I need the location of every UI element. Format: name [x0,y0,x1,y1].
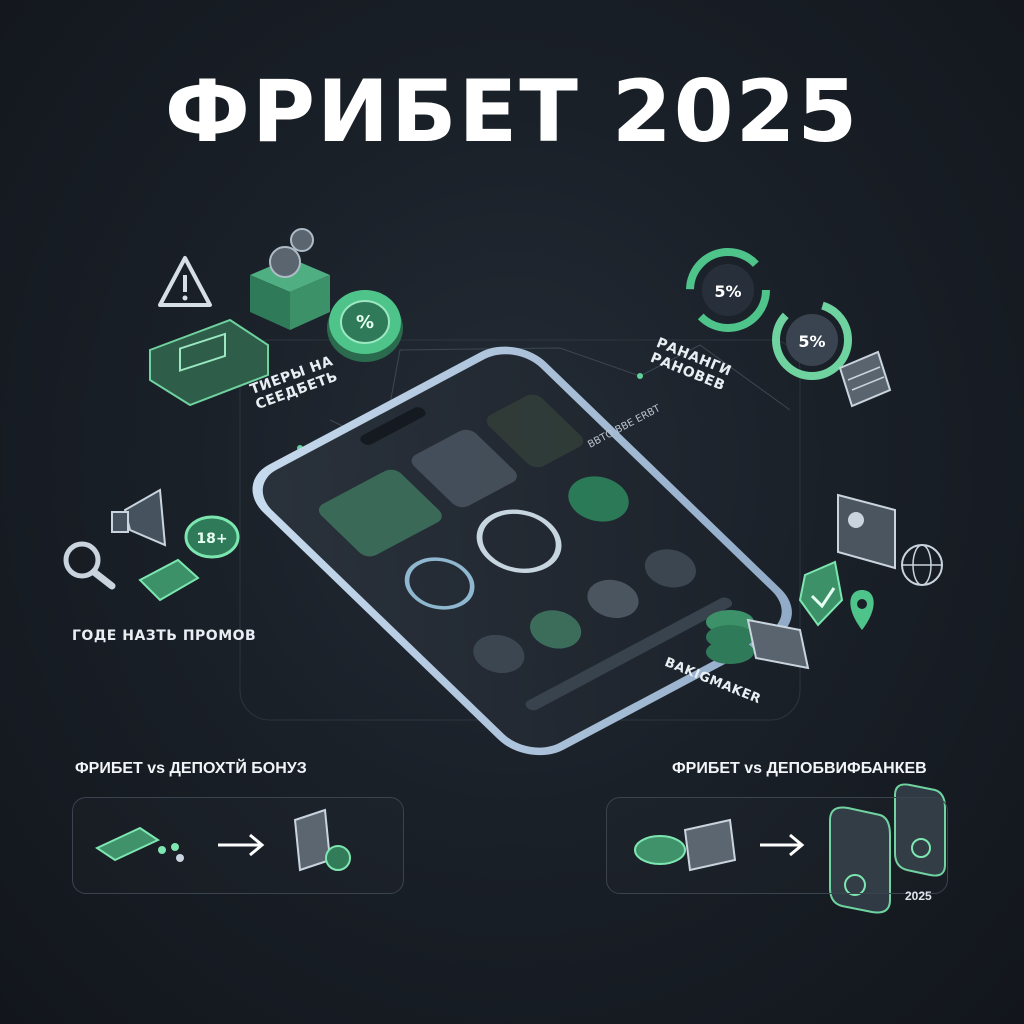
calendar-icon [838,350,892,408]
right-compare-icons [634,783,946,914]
label-mid-left: ГОДЕ НАЗТЬ ПРОМОВ [72,628,257,644]
age-badge-icon [184,515,240,559]
location-pin-icon [850,590,874,630]
percent-coin-icon [327,290,403,362]
compare-left-title: ФРИБЕТ vs ДЕПОХТЙ БОНУЗ [75,760,307,777]
warning-icon [158,256,212,307]
megaphone-icon [111,488,167,547]
rate-bottom-text: 5% [798,332,825,351]
top-right-icons [686,248,892,408]
globe-icon [901,544,943,586]
id-card-icon [837,493,896,570]
top-left-icons [149,228,403,407]
star-card-icon [894,783,946,877]
coins-card-icon [706,610,810,670]
compare-right-title: ФРИБЕТ vs ДЕПОБВИФБАНКЕВ [672,760,927,777]
compare-left-box [72,797,404,894]
page-title: ФРИБЕТ 2025 [164,62,860,162]
rate-top-text: 5% [714,282,741,301]
percent-disc-icon [772,300,852,380]
percent-coin-text: % [356,312,374,333]
gift-box-icon [250,228,330,330]
ticket-icon [149,318,269,407]
search-icon [63,541,116,590]
refresh-percent-icon [686,248,770,332]
age-badge-text: 18+ [196,531,227,547]
compare-right-box [606,797,948,894]
left-compare-icons [94,808,351,872]
arrow-right-icon [760,833,805,857]
arrow-right-icon [218,833,265,857]
phone [252,346,792,756]
shield-check-icon [798,560,844,627]
mid-left-icons [63,488,240,602]
mid-right-icons [706,493,943,670]
tag-icon [138,558,200,602]
compare-right-year: 2025 [905,889,932,903]
